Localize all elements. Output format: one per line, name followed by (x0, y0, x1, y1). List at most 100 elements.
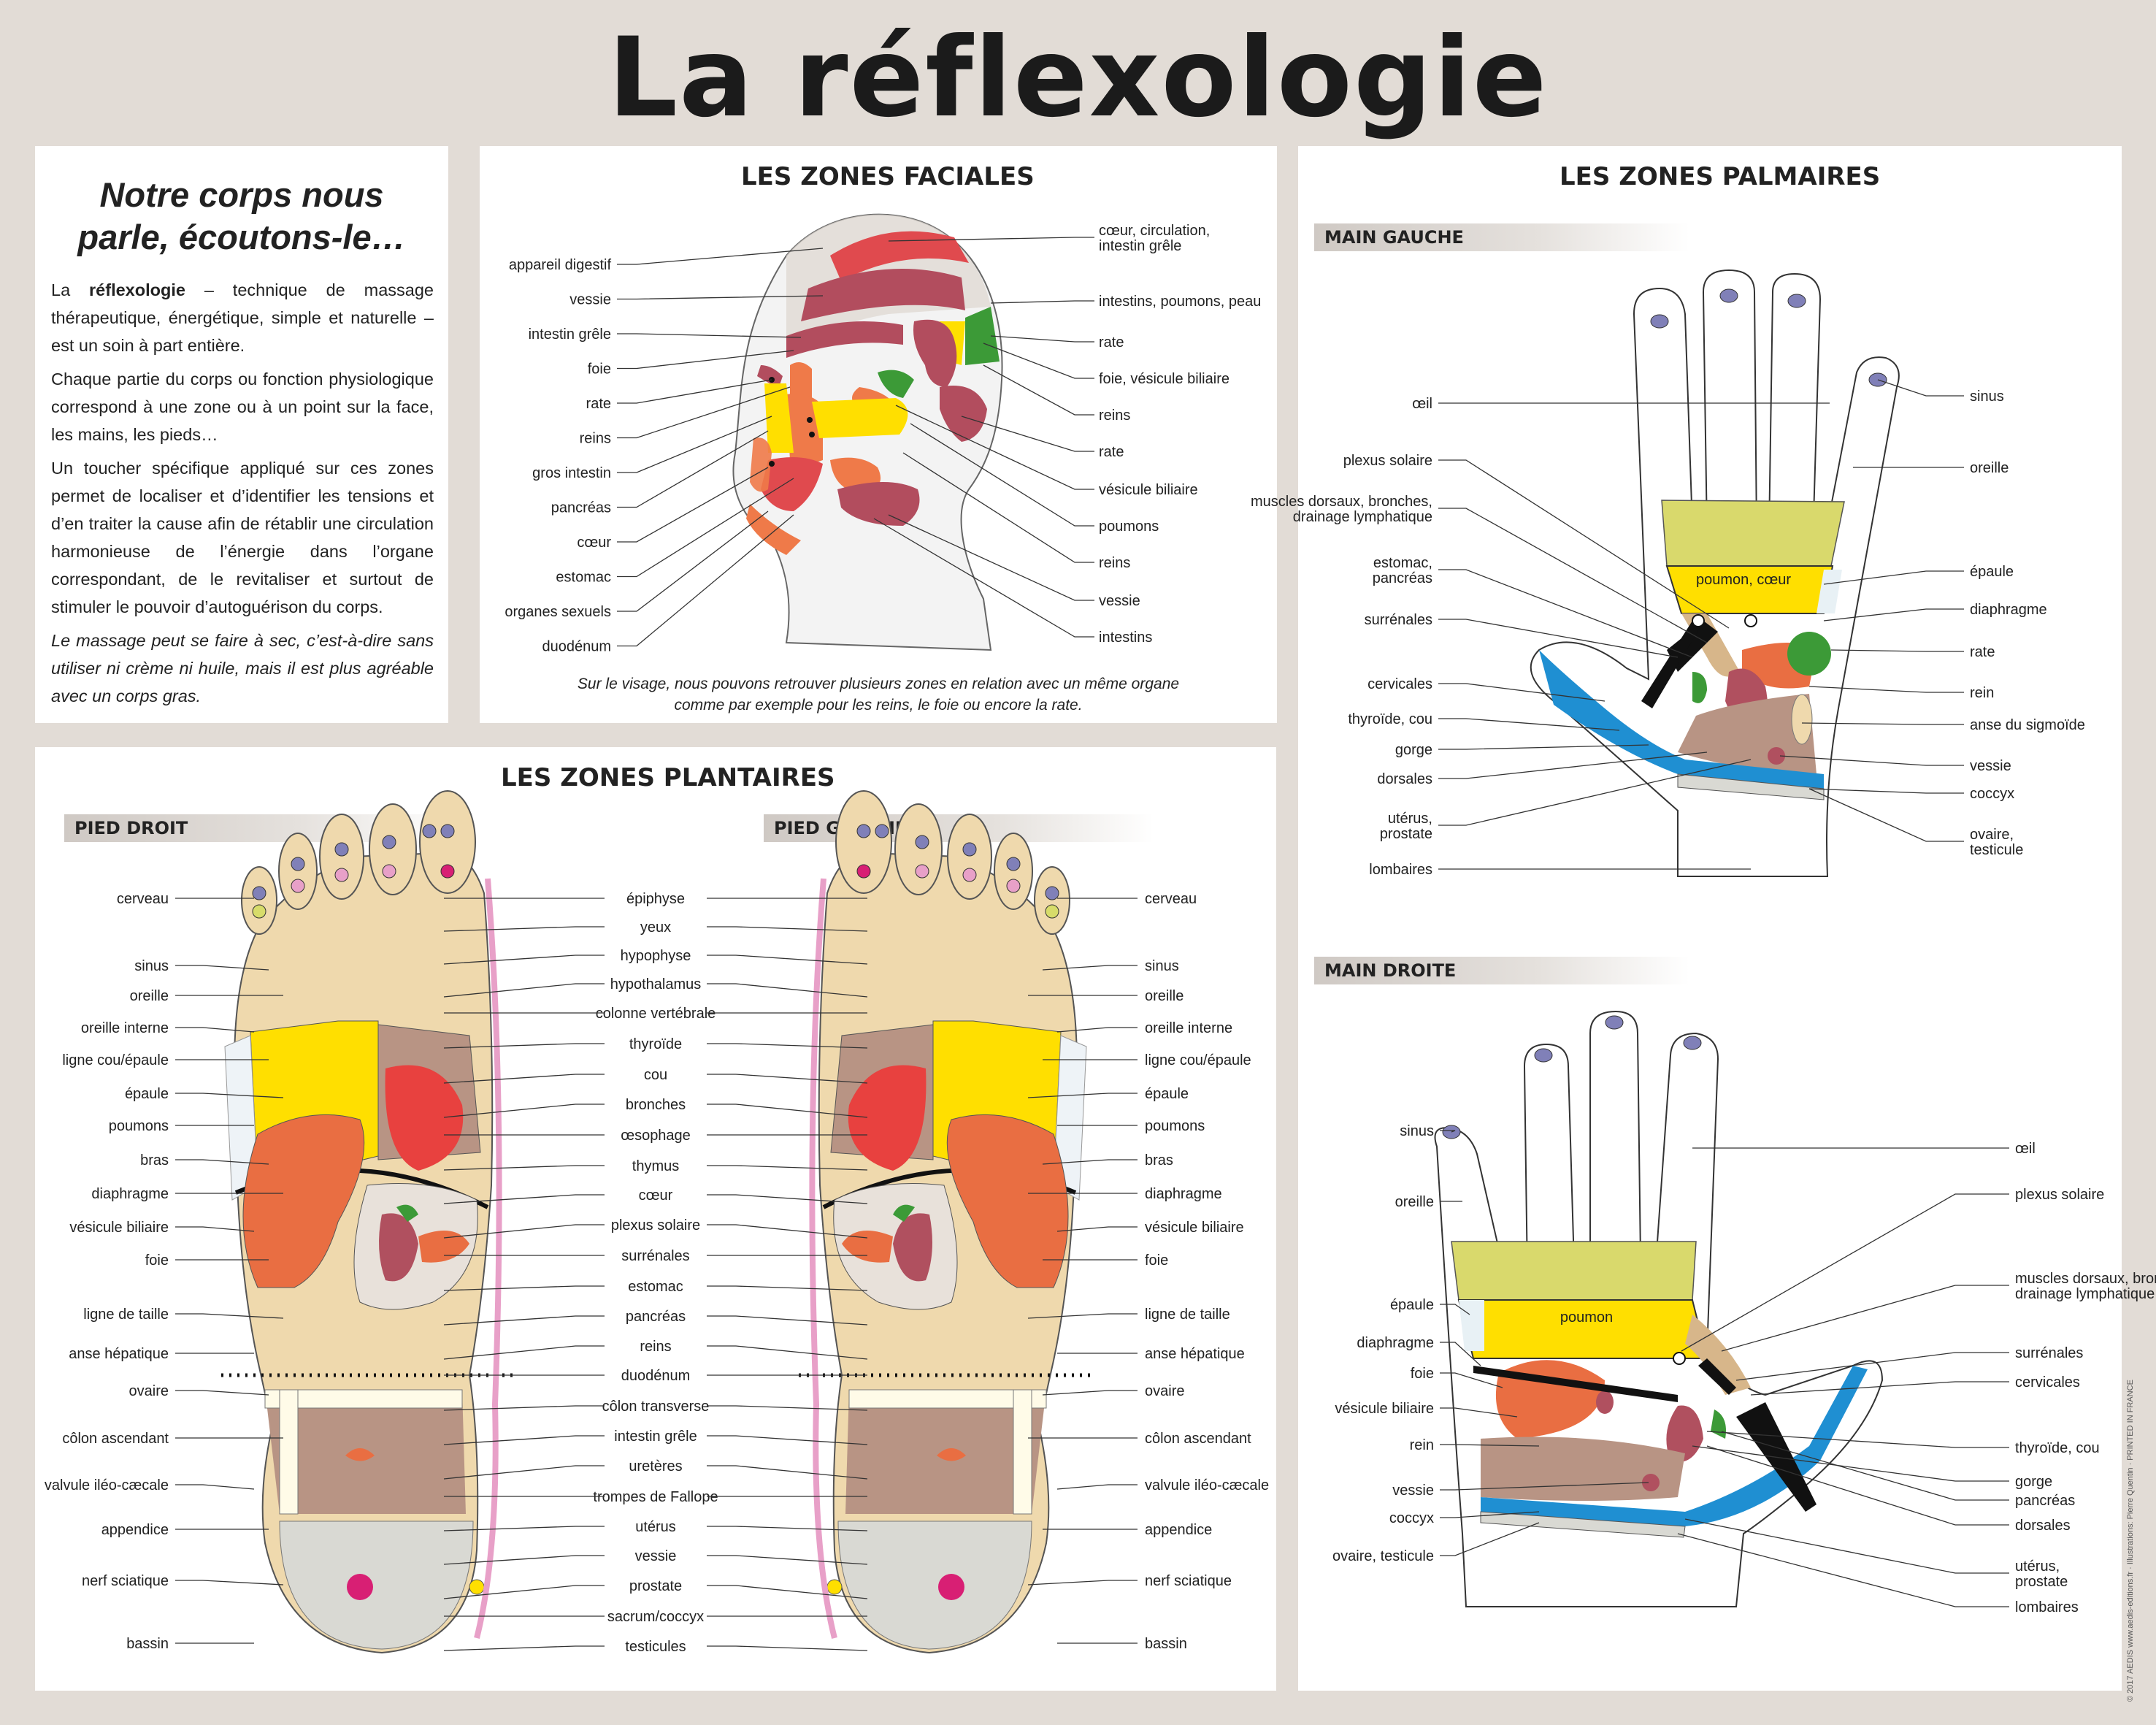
foot-center-leader-l-estomac (443, 1285, 605, 1291)
foot-center-label-yeux: yeux (640, 919, 671, 936)
foot-right-leader-oreille-interne (175, 1027, 255, 1033)
palm-left-label-cervicales: cervicales (1367, 676, 1432, 692)
foot-center-leader-l-vessie (443, 1555, 605, 1565)
toe (835, 790, 892, 894)
foot-right-label-appendice: appendice (101, 1522, 169, 1538)
palm-left-label-uterus-prostate: utérus,prostate (1380, 811, 1432, 842)
palm-right-leader-foie (1440, 1372, 1503, 1388)
face-section-title: LES ZONES FACIALES (741, 162, 1035, 191)
palm-left-r-label-ovaire-testicule: ovaire,testicule (1970, 827, 2023, 858)
palm-right-label-coccyx: coccyx (1389, 1510, 1434, 1526)
foot-center-label-hypophyse: hypophyse (621, 948, 691, 964)
palm-right-r-label-dorsales: dorsales (2015, 1518, 2071, 1534)
foot-left-label-colon-ascendant: côlon ascendant (1145, 1431, 1251, 1447)
foot-right-label-ligne-de-taille: ligne de taille (83, 1307, 169, 1323)
palm-right-label-oreille: oreille (1395, 1194, 1434, 1210)
face-leader-r-poumons (910, 423, 1094, 527)
foot-left-label-bassin: bassin (1145, 1636, 1187, 1652)
palm-right-r-label-lombaires: lombaires (2015, 1599, 2079, 1615)
palm-right-r-label-surrenales: surrénales (2015, 1345, 2083, 1361)
foot-center-leader-l-hypophyse (443, 955, 605, 965)
palm-left-r-label-oreille: oreille (1970, 460, 2009, 476)
palm-right-leader-vessie (1440, 1482, 1649, 1491)
palm-left-label-dorsales: dorsales (1377, 771, 1432, 787)
foot-right-label-ligne-cou-epaule: ligne cou/épaule (62, 1052, 169, 1068)
foot-center-label-testicules: testicules (625, 1639, 686, 1655)
foot-center-label-hypothalamus: hypothalamus (610, 976, 702, 992)
foot-right-label-valvule-ileo-c-cale: valvule iléo-cæcale (45, 1477, 169, 1493)
face-label-r-rate: rate (1099, 334, 1124, 351)
colon-transverse (264, 1389, 463, 1409)
palm-right-label-diaphragme: diaphragme (1357, 1335, 1434, 1351)
palm-right-leader-coccyx (1440, 1511, 1540, 1518)
foot-left-leader-epaule (1027, 1093, 1138, 1098)
foot-center-label-sophage: œsophage (621, 1128, 691, 1144)
head-illustration (732, 213, 1003, 651)
toe-point (252, 904, 266, 919)
palm-right-r-leader-cervicales (1750, 1381, 2009, 1396)
colon-ascending (1013, 1389, 1032, 1515)
foot-center-leader-r-bronches (707, 1104, 868, 1118)
foot-right-label-bras: bras (140, 1152, 169, 1169)
foot-right-leader-vesicule-biliaire (175, 1226, 255, 1232)
palm-right-r-label-gorge: gorge (2015, 1474, 2052, 1490)
foot-left-label-ligne-cou-epaule: ligne cou/épaule (1145, 1052, 1251, 1068)
face-label-foie: foie (588, 362, 611, 378)
palm-left-leader-gorge (1438, 744, 1649, 750)
palm-right-r-leader-lombaires (1677, 1533, 2009, 1607)
adrenal-zone (396, 1204, 418, 1222)
palm-right-r-leader-surrenales (1735, 1352, 2009, 1381)
ovary-zone (937, 1448, 966, 1461)
toe (241, 866, 277, 935)
face-label-vessie: vessie (569, 292, 611, 308)
foot-center-label-thymus: thymus (632, 1158, 679, 1174)
toe-point (291, 857, 305, 871)
toe-point (440, 864, 455, 879)
palm-left-leader-plexus-solaire (1438, 459, 1730, 629)
face-caption-line-1: Sur le visage, nous pouvons retrouver pl… (577, 676, 1180, 692)
palm-right-r-label-muscles-dorsaux-bronches-drainage-lymphatique: muscles dorsaux, bronches,drainage lymph… (2015, 1271, 2156, 1302)
foot-center-label-intestin-grele: intestin grêle (614, 1428, 697, 1445)
foot-center-label-sacrum-coccyx: sacrum/coccyx (607, 1609, 704, 1625)
foot-left-label-nerf-sciatique: nerf sciatique (1145, 1573, 1232, 1589)
foot-center-leader-l-hypothalamus (443, 983, 605, 998)
palm-left-r-leader-anse-du-sigmoide (1801, 722, 1964, 725)
spine-strip (474, 878, 502, 1639)
face-label-r-foie-vesicule-biliaire: foie, vésicule biliaire (1099, 371, 1229, 387)
foot-left-leader-vesicule-biliaire (1056, 1226, 1138, 1232)
pancreas-zone (418, 1231, 469, 1263)
face-label-r-intestins: intestins (1099, 630, 1152, 646)
foot-left-leader-nerf-sciatique (1027, 1580, 1138, 1586)
toe (994, 833, 1033, 910)
palm-right-r-label-cervicales: cervicales (2015, 1374, 2080, 1391)
palm-right-leader-vesicule-biliaire (1440, 1407, 1518, 1418)
toe (278, 833, 318, 910)
left-hand-title: MAIN GAUCHE (1314, 223, 1689, 251)
foot-center-label-surrenales: surrénales (621, 1248, 689, 1264)
palm-left-leader-dorsales (1438, 751, 1708, 779)
face-leader-r-vessie (888, 514, 1094, 601)
palm-right-r-leader-plexus-solaire (1681, 1193, 2009, 1352)
toe-point (334, 868, 349, 882)
foot-center-leader-r-pancreas (707, 1315, 868, 1326)
foot-left-label-bras: bras (1145, 1152, 1173, 1169)
palm-right-label-sinus: sinus (1400, 1123, 1434, 1139)
foot-center-leader-l-thyroide (443, 1043, 605, 1049)
palm-left-r-leader-vessie (1779, 755, 1964, 766)
foot-left-label-foie: foie (1145, 1252, 1168, 1269)
foot-center-label-prostate: prostate (629, 1578, 682, 1594)
toe-point (382, 835, 396, 849)
toe (1034, 866, 1070, 935)
foot-center-leader-r-hypophyse (707, 955, 868, 965)
foot-left-label-ovaire: ovaire (1145, 1383, 1184, 1399)
foot-right-label-diaphragme: diaphragme (91, 1186, 169, 1202)
foot-right-leader-ovaire (175, 1390, 269, 1396)
right-hand-inner-label: poumon (1560, 1309, 1613, 1326)
palm-right-label-foie: foie (1411, 1366, 1434, 1382)
foot-center-label-duodenum: duodénum (621, 1368, 691, 1384)
foot-center-label-trompes-de-fallope: trompes de Fallope (593, 1489, 718, 1505)
foot-center-leader-r-ureteres (707, 1465, 868, 1480)
